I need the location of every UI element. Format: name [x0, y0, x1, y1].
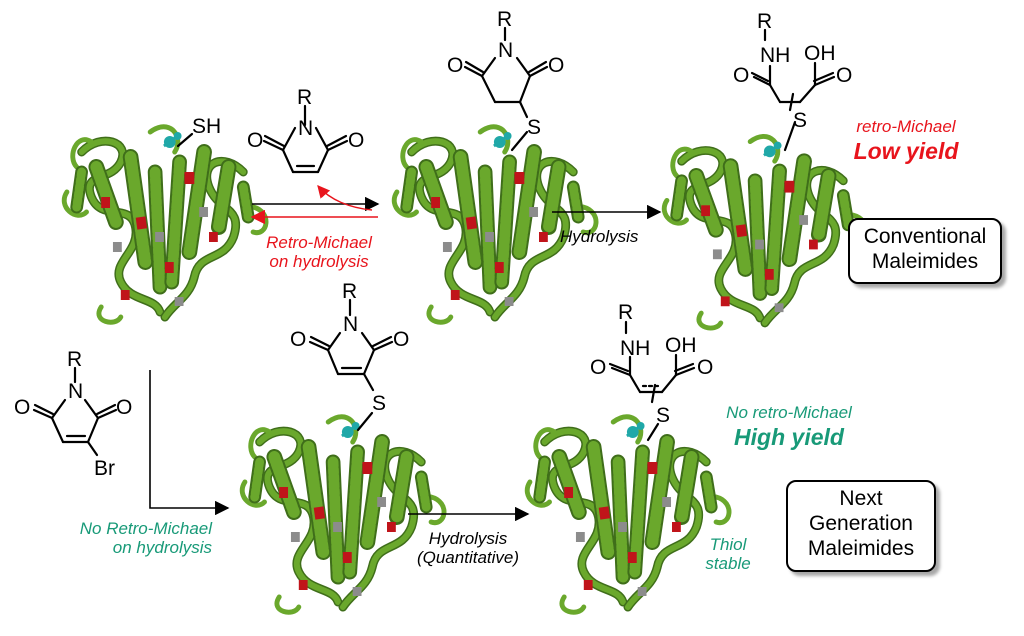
bottom-hydrolysis-line-2: (Quantitative)	[416, 547, 520, 567]
retro-michael-curve	[317, 185, 373, 211]
protein-top-left	[64, 127, 266, 323]
conventional-maleimides-box: Conventional Maleimides	[848, 218, 1002, 284]
atom-o: O	[393, 328, 409, 351]
atom-labels: SH R N O O R N O O S R NH OH O O S R N O…	[14, 8, 852, 480]
next-generation-maleimides-box: Next Generation Maleimides	[786, 480, 936, 572]
bottom-hydrolysis-label: Hydrolysis (Quantitative)	[398, 529, 538, 567]
atom-n: N	[68, 380, 83, 403]
retro-michael-line-1: Retro-Michael	[266, 233, 372, 252]
atom-oh: OH	[804, 42, 836, 65]
atom-s: S	[656, 404, 670, 427]
atom-nh: NH	[760, 44, 790, 67]
thiol-stable-line-1: Thiol	[709, 535, 747, 554]
protein-top-middle	[394, 127, 596, 323]
atom-s: S	[372, 392, 386, 415]
atom-sh: SH	[192, 115, 221, 138]
atom-r: R	[67, 348, 82, 371]
top-hydrolysis-label: Hydrolysis	[560, 227, 639, 246]
top-outcome-line-1: retro-Michael	[856, 117, 956, 136]
bottom-addition-arrow	[149, 370, 230, 516]
atom-o: O	[836, 64, 852, 87]
thiol-stable-line-2: stable	[705, 553, 751, 573]
atom-n: N	[298, 117, 313, 140]
next-gen-box-line-2: Generation	[809, 512, 913, 535]
atom-o: O	[447, 54, 463, 77]
bromomaleimide-structure	[32, 366, 118, 457]
no-retro-line-2: on hydrolysis	[112, 537, 212, 557]
top-outcome-line-2: Low yield	[853, 137, 959, 164]
no-retro-line-1: No Retro-Michael	[79, 519, 212, 538]
atom-s: S	[527, 116, 541, 139]
thiomaleamic-acid-structure	[608, 320, 696, 442]
atom-o: O	[14, 396, 30, 419]
atom-o: O	[697, 356, 713, 379]
atom-oh: OH	[665, 334, 697, 357]
next-gen-box-line-1: Next	[839, 487, 883, 510]
retro-michael-line-2: on hydrolysis	[269, 251, 369, 271]
atom-o: O	[733, 64, 749, 87]
thiol-stable-label: Thiol stable	[700, 535, 756, 573]
atom-r: R	[342, 280, 357, 303]
atom-o: O	[348, 129, 364, 152]
succinimide-structure	[463, 26, 549, 152]
maleimide-structure	[262, 104, 349, 174]
bottom-outcome-line-2: High yield	[734, 423, 844, 450]
protein-bottom-right	[527, 417, 729, 613]
bottom-outcome-line-1: No retro-Michael	[726, 403, 852, 422]
atom-o: O	[548, 54, 564, 77]
top-outcome: retro-Michael Low yield	[848, 117, 964, 164]
conventional-box-line-2: Maleimides	[871, 250, 979, 273]
hydrolysed-open-chain	[750, 28, 836, 152]
bottom-hydrolysis-line-1: Hydrolysis	[428, 529, 508, 548]
protein-top-right	[664, 136, 866, 328]
atom-r: R	[618, 301, 633, 324]
no-retro-michael-label: No Retro-Michael on hydrolysis	[46, 519, 212, 557]
thiomaleimide-structure	[308, 298, 394, 432]
bottom-outcome: No retro-Michael High yield	[706, 403, 872, 450]
atom-r: R	[497, 8, 512, 31]
atom-n: N	[498, 39, 513, 62]
atom-r: R	[297, 86, 312, 109]
retro-michael-label: Retro-Michael on hydrolysis	[262, 233, 376, 271]
atom-o: O	[590, 356, 606, 379]
atom-o: O	[247, 129, 263, 152]
next-gen-box-line-3: Maleimides	[807, 537, 915, 560]
atom-o: O	[290, 328, 306, 351]
atom-r: R	[757, 10, 772, 33]
atom-nh: NH	[620, 337, 650, 360]
atom-s: S	[793, 109, 807, 132]
atom-n: N	[343, 313, 358, 336]
thiol-bond	[176, 132, 194, 148]
atom-o: O	[116, 396, 132, 419]
conventional-box-line-1: Conventional	[863, 225, 987, 248]
atom-br: Br	[94, 457, 115, 480]
